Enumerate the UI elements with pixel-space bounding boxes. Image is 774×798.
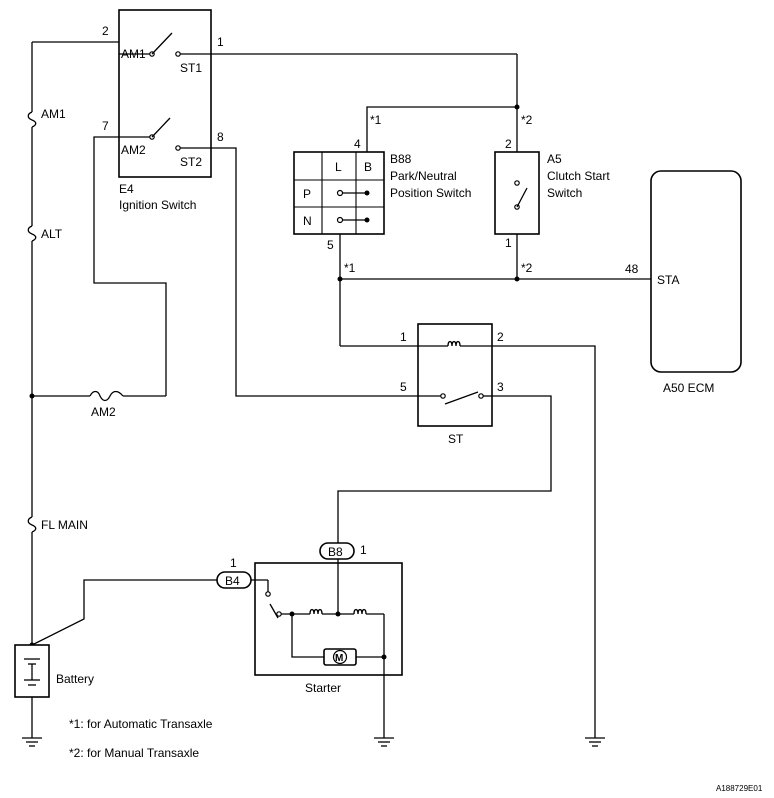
- svg-text:FL MAIN: FL MAIN: [41, 518, 88, 532]
- fuse-alt: ALT: [27, 225, 63, 242]
- ecm: 48 STA A50 ECM: [625, 170, 742, 395]
- svg-text:ST: ST: [448, 432, 464, 446]
- svg-text:2: 2: [497, 330, 504, 344]
- svg-text:Clutch Start: Clutch Start: [547, 169, 610, 183]
- svg-text:ALT: ALT: [41, 227, 63, 241]
- svg-text:2: 2: [102, 24, 109, 38]
- starter: B8 1 B4 1 M Starter: [216, 542, 403, 738]
- svg-text:AM2: AM2: [121, 143, 146, 157]
- power-bus-wires: [31, 41, 167, 738]
- svg-text:Starter: Starter: [305, 681, 341, 695]
- svg-text:*2: *2: [521, 113, 533, 127]
- svg-text:*2: *2: [521, 261, 533, 275]
- svg-text:Switch: Switch: [547, 186, 582, 200]
- svg-text:AM1: AM1: [41, 107, 66, 121]
- svg-text:STA: STA: [657, 273, 679, 287]
- svg-text:1: 1: [505, 236, 512, 250]
- ignition-switch: AM1 ST1 AM2 ST2 2 1 7 8 E4 Ignition Swit…: [102, 9, 224, 212]
- park-neutral-position-switch: L B P N 4 5 B88 Park/Neutral Position Sw…: [293, 137, 471, 252]
- sta-wires: [337, 234, 651, 347]
- svg-text:B8: B8: [328, 545, 343, 559]
- svg-text:P: P: [303, 187, 311, 201]
- svg-text:4: 4: [354, 137, 361, 151]
- ground-symbol-relay: [585, 737, 605, 747]
- svg-text:*1: *1: [370, 113, 382, 127]
- svg-text:2: 2: [505, 137, 512, 151]
- fuse-am1: AM1: [27, 107, 66, 128]
- svg-text:B88: B88: [390, 152, 412, 166]
- svg-text:Ignition Switch: Ignition Switch: [119, 198, 196, 212]
- svg-text:5: 5: [400, 380, 407, 394]
- svg-text:A50 ECM: A50 ECM: [663, 381, 714, 395]
- svg-text:1: 1: [360, 543, 367, 557]
- note-automatic: *1: for Automatic Transaxle: [69, 717, 213, 731]
- svg-text:N: N: [303, 214, 312, 228]
- svg-text:B: B: [364, 160, 372, 174]
- svg-text:1: 1: [230, 556, 237, 570]
- battery-cable: [31, 579, 217, 646]
- ground-symbol-battery: [22, 737, 42, 747]
- svg-text:8: 8: [217, 130, 224, 144]
- svg-text:7: 7: [102, 119, 109, 133]
- relay-output-wires: [337, 345, 596, 738]
- svg-text:Position Switch: Position Switch: [390, 186, 471, 200]
- svg-text:ST2: ST2: [180, 155, 202, 169]
- st1-wires: [211, 53, 520, 152]
- svg-text:*1: *1: [344, 261, 356, 275]
- svg-text:B4: B4: [225, 574, 240, 588]
- svg-text:E4: E4: [119, 182, 134, 196]
- svg-text:3: 3: [497, 380, 504, 394]
- svg-text:ST1: ST1: [180, 61, 202, 75]
- svg-text:AM1: AM1: [121, 47, 146, 61]
- svg-text:Battery: Battery: [56, 672, 94, 686]
- svg-text:1: 1: [217, 35, 224, 49]
- svg-text:Park/Neutral: Park/Neutral: [390, 169, 457, 183]
- clutch-start-switch: 2 1 A5 Clutch Start Switch: [494, 137, 610, 250]
- svg-text:48: 48: [625, 262, 639, 276]
- figure-code: A188729E01: [716, 784, 763, 793]
- svg-text:M: M: [335, 653, 343, 664]
- svg-text:A5: A5: [547, 152, 562, 166]
- svg-text:5: 5: [327, 238, 334, 252]
- battery: Battery: [14, 644, 94, 698]
- svg-text:1: 1: [400, 330, 407, 344]
- fuse-fl-main: FL MAIN: [27, 516, 88, 533]
- fuse-am2: AM2: [89, 390, 124, 419]
- st2-wire: [211, 147, 418, 397]
- svg-text:L: L: [335, 160, 342, 174]
- svg-text:AM2: AM2: [91, 405, 116, 419]
- ground-symbol-starter: [374, 737, 394, 747]
- variant-marks: *1 *2 *1 *2: [344, 113, 533, 275]
- note-manual: *2: for Manual Transaxle: [69, 746, 199, 760]
- st-relay: 1 2 5 3 ST: [400, 323, 504, 446]
